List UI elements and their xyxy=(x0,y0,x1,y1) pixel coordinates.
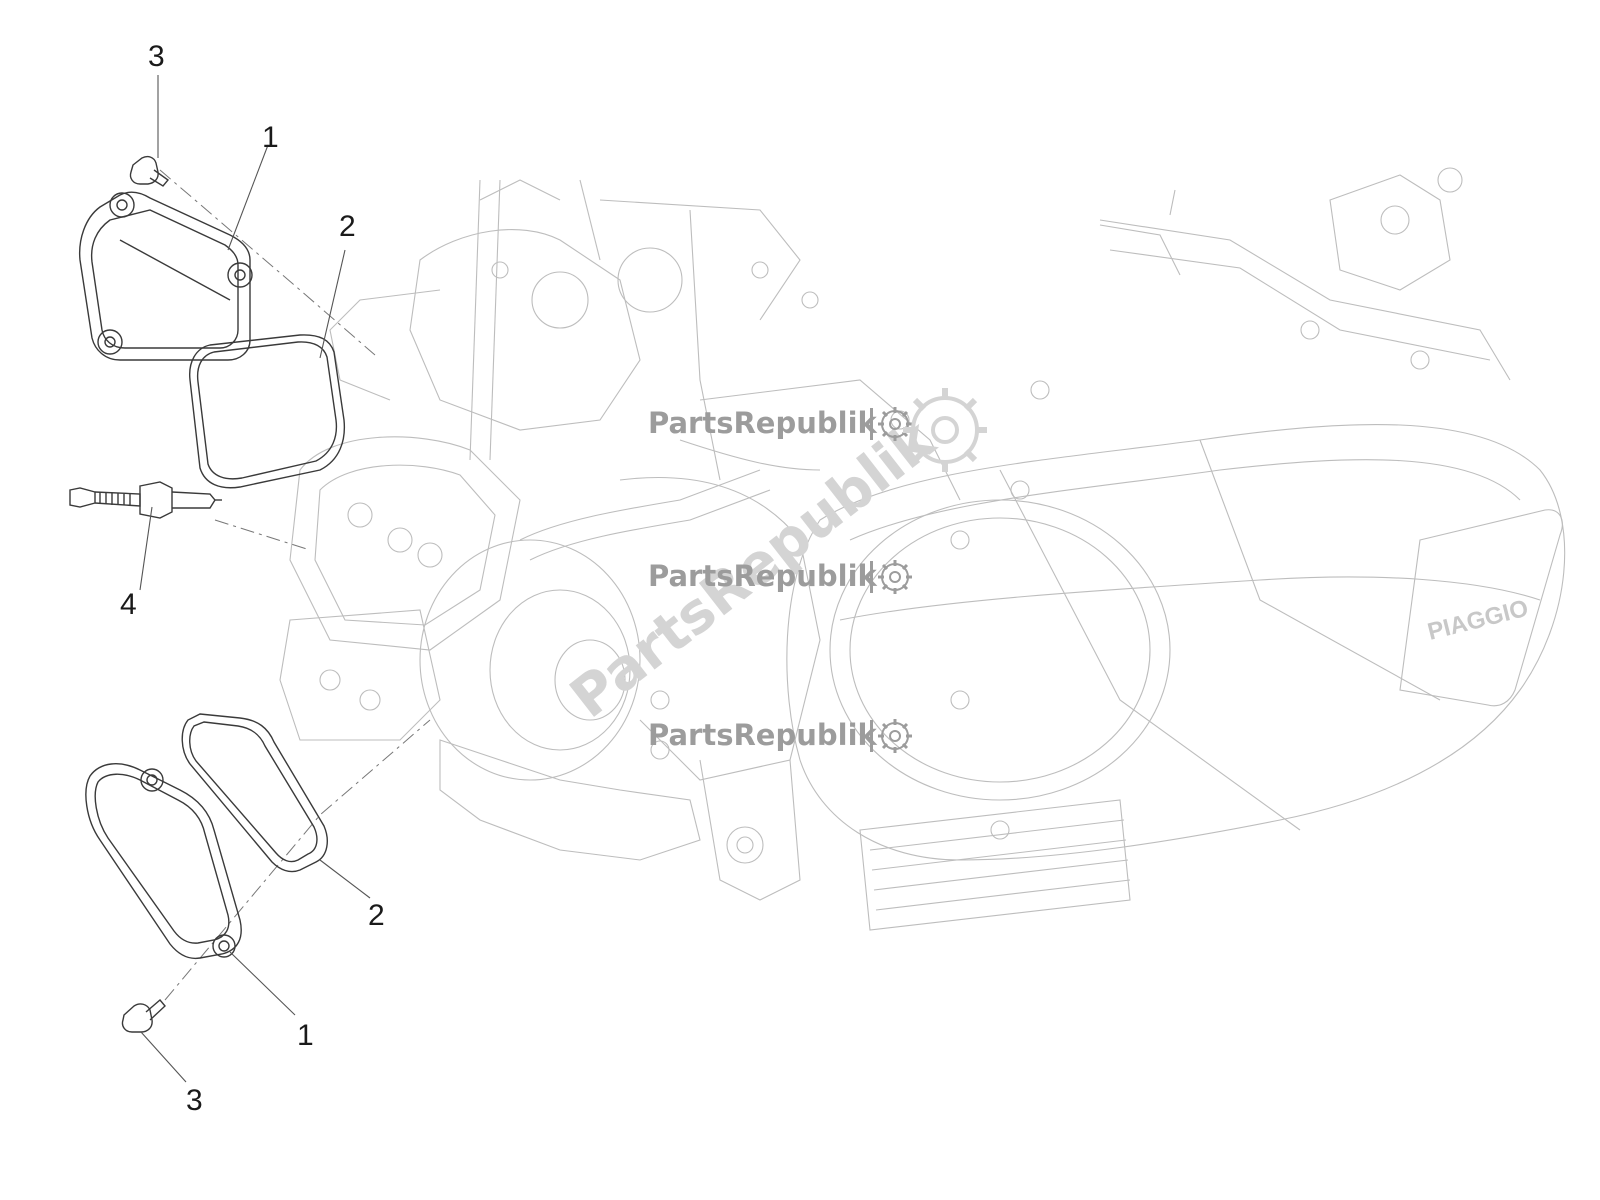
callout-2-top: 2 xyxy=(339,210,356,243)
gear-icon xyxy=(878,719,912,753)
cover-bottom xyxy=(85,763,242,960)
callout-1-top: 1 xyxy=(262,121,279,154)
valve-cover-top xyxy=(78,191,253,361)
watermark-text-3: PartsRepublik xyxy=(648,718,878,752)
bolt-bottom xyxy=(121,999,166,1033)
callout-4: 4 xyxy=(120,588,137,621)
watermark-text-1: PartsRepublik xyxy=(648,406,878,440)
leader-lines xyxy=(139,75,371,1083)
watermark-text-2: PartsRepublik xyxy=(648,559,878,593)
callout-2-bottom: 2 xyxy=(368,899,385,932)
gear-icon xyxy=(903,388,987,472)
engine-assembly: PIAGGIO xyxy=(279,167,1566,931)
gear-icon xyxy=(878,560,912,594)
engine-logo: PIAGGIO xyxy=(1425,595,1531,646)
bolt-top xyxy=(129,155,170,187)
gear-icon xyxy=(878,407,912,441)
spark-plug xyxy=(69,481,222,519)
gasket-bottom xyxy=(181,713,328,873)
callout-3-top: 3 xyxy=(148,40,165,73)
alignment-lines xyxy=(159,169,431,1001)
callout-1-bottom: 1 xyxy=(297,1019,314,1052)
gasket-top xyxy=(189,334,346,489)
watermarks: PartsRepublik PartsRepublik PartsRepubli… xyxy=(559,388,987,753)
callout-numbers: 3 1 2 4 2 1 3 xyxy=(120,40,385,1117)
callout-3-bottom: 3 xyxy=(186,1084,203,1117)
